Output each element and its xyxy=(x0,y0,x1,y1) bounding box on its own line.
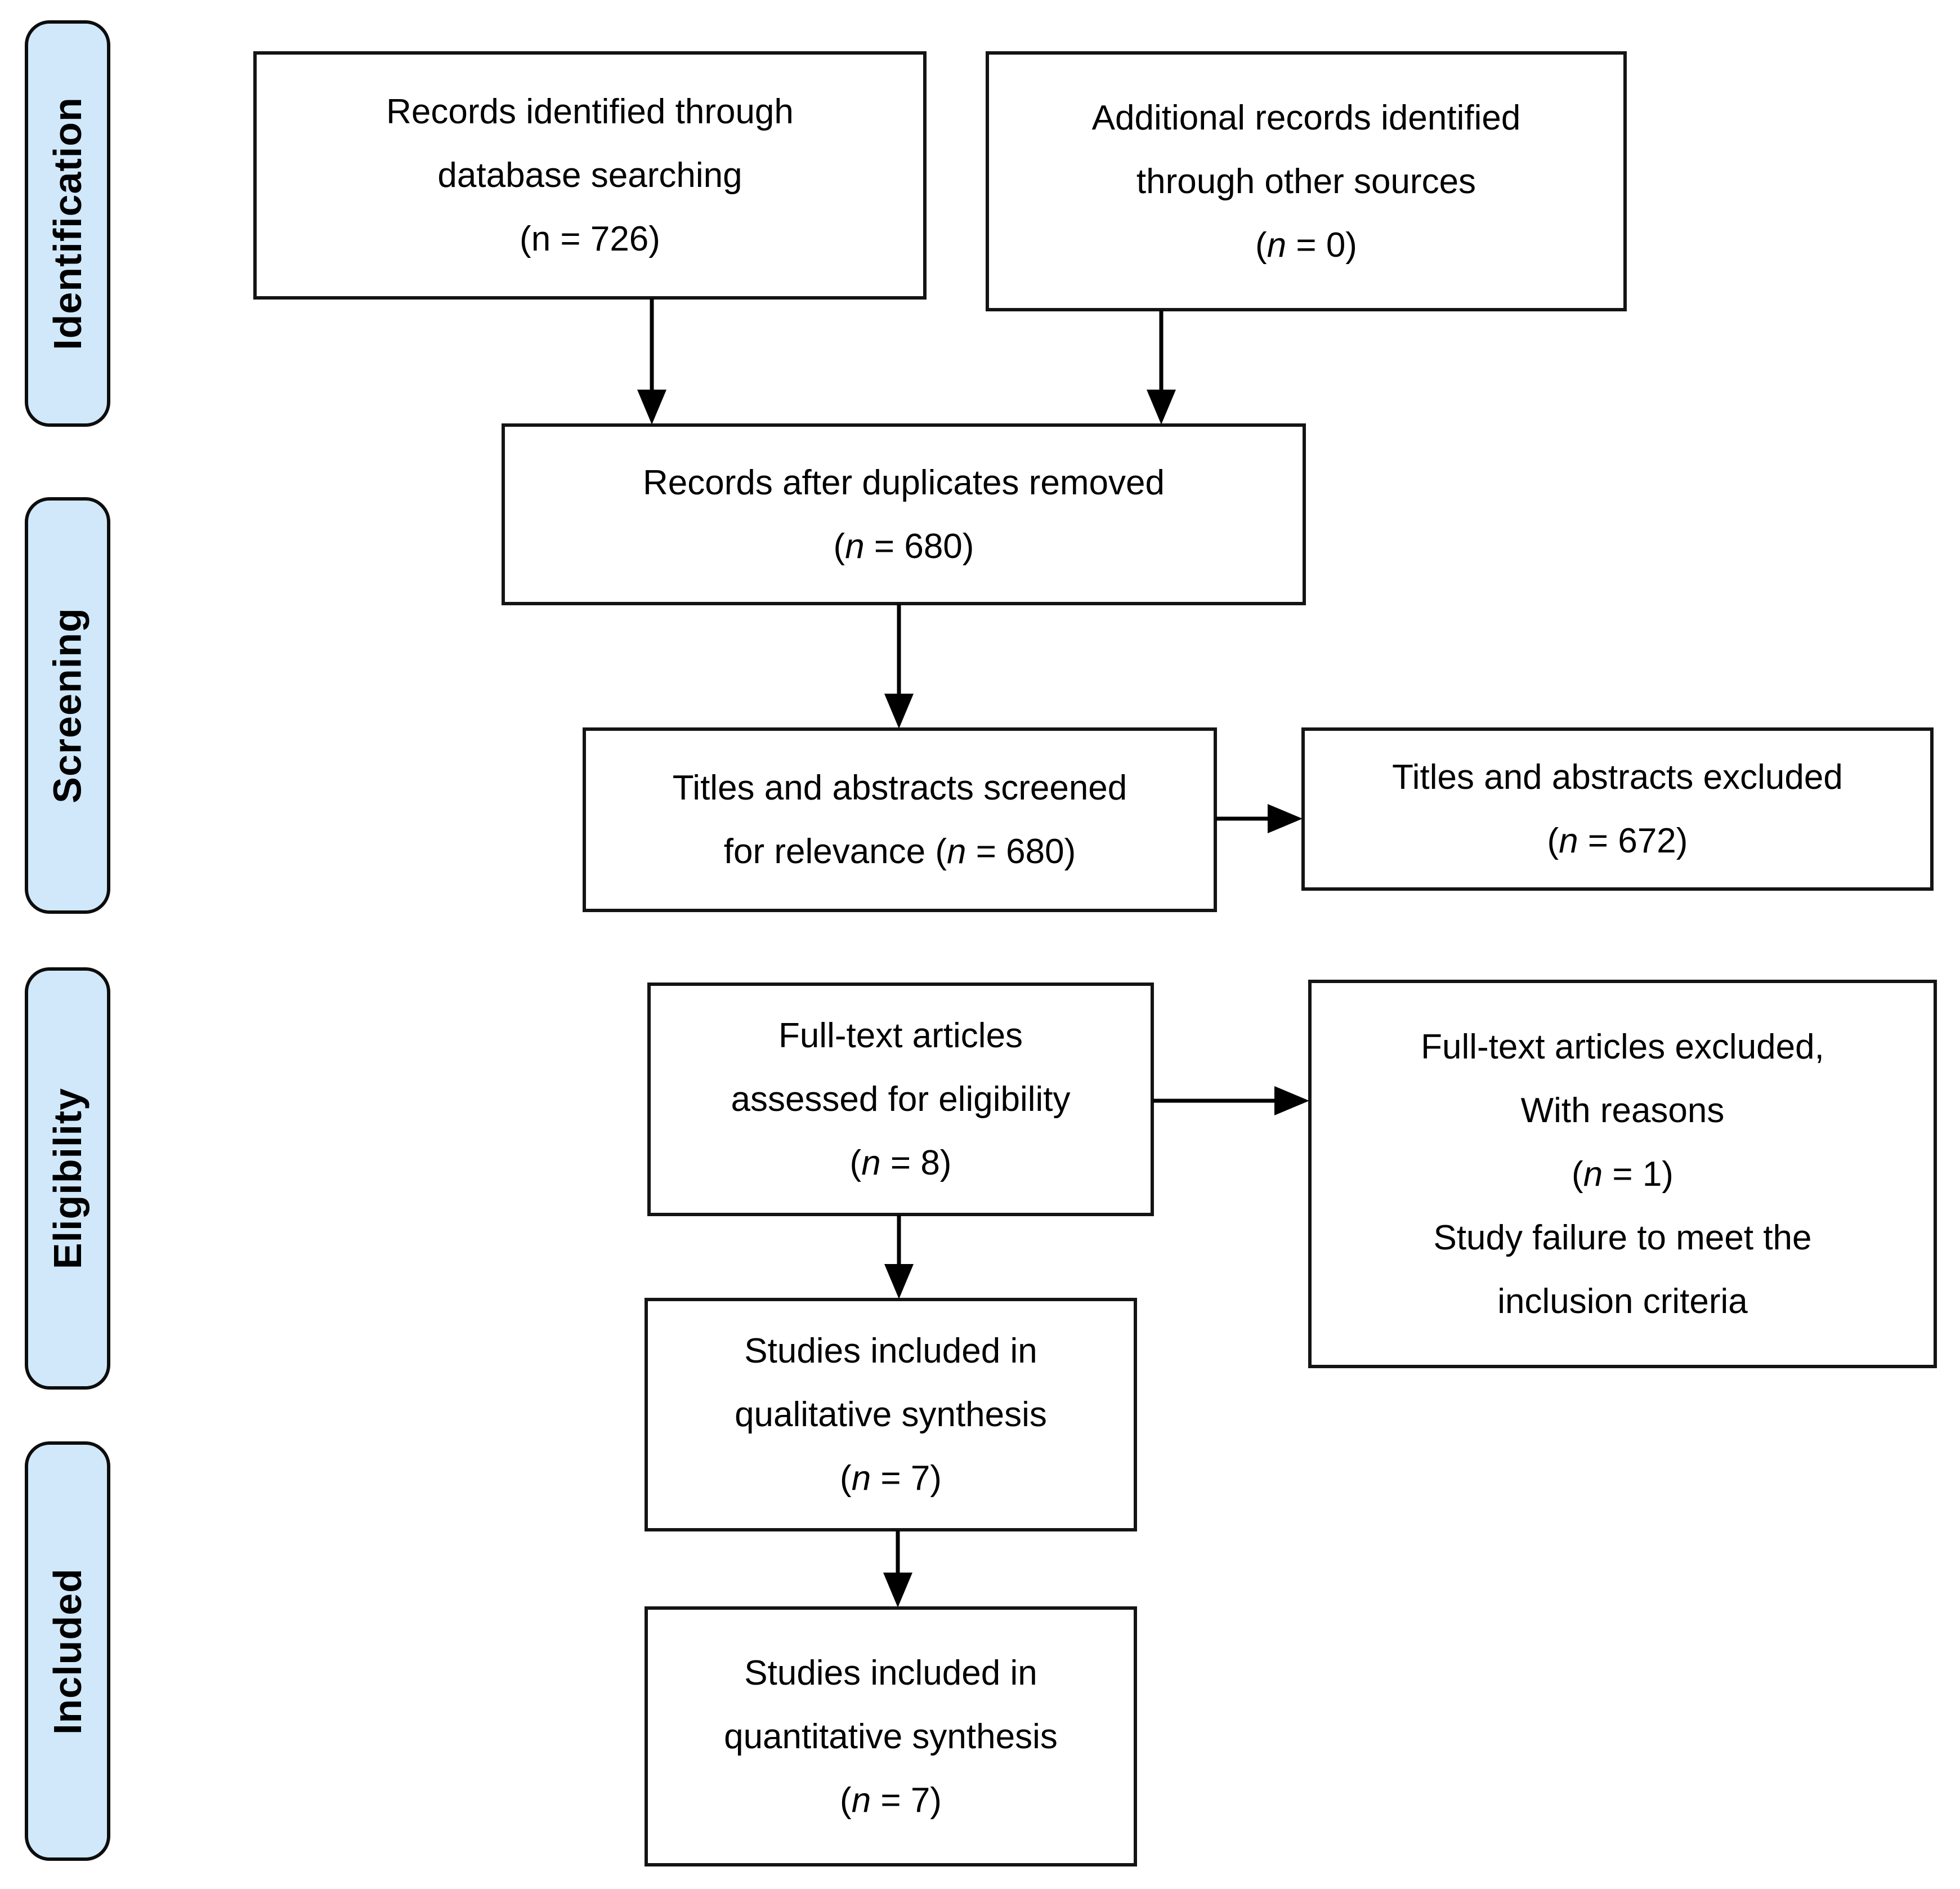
node-additional-records: Additional records identified through oth… xyxy=(986,51,1627,311)
node-fulltext-assessed: Full-text articles assessed for eligibili… xyxy=(647,983,1154,1216)
node-text-line: database searching xyxy=(437,156,742,195)
node-text-line: Records identified through xyxy=(386,92,794,131)
node-text-line: (n = 672) xyxy=(1547,821,1688,860)
node-text-line: through other sources xyxy=(1136,162,1476,201)
node-titles-excluded: Titles and abstracts excluded (n = 672) xyxy=(1301,727,1934,891)
node-text-line: Titles and abstracts excluded xyxy=(1392,758,1843,797)
node-text-line: Studies included in xyxy=(744,1332,1037,1370)
node-fulltext-excluded: Full-text articles excluded, With reasons… xyxy=(1308,980,1937,1368)
stage-identification: Identification xyxy=(25,20,110,427)
node-qualitative-synthesis: Studies included in qualitative synthesis… xyxy=(645,1298,1137,1531)
stage-included: Included xyxy=(25,1441,110,1861)
node-text-line: Study failure to meet the xyxy=(1433,1218,1812,1257)
node-text-line: Records after duplicates removed xyxy=(642,463,1165,502)
node-text-line: (n = 7) xyxy=(840,1459,942,1498)
stage-eligibility: Eligibility xyxy=(25,967,110,1390)
node-text-line: Additional records identified xyxy=(1091,98,1521,137)
node-text-line: (n = 0) xyxy=(1255,225,1357,265)
node-text-line: Titles and abstracts screened xyxy=(672,769,1127,807)
node-text-line: quantitative synthesis xyxy=(724,1717,1058,1756)
node-text-line: qualitative synthesis xyxy=(735,1395,1047,1434)
node-text-line: assessed for eligibility xyxy=(731,1080,1071,1119)
node-text-line: (n = 1) xyxy=(1572,1154,1673,1194)
node-text-line: Full-text articles excluded, xyxy=(1421,1027,1824,1066)
stage-screening: Screening xyxy=(25,497,110,914)
node-text-line: (n = 726) xyxy=(520,220,660,258)
node-text-line: With reasons xyxy=(1520,1091,1725,1130)
node-text-line: (n = 7) xyxy=(840,1780,942,1820)
node-after-duplicates: Records after duplicates removed (n = 680… xyxy=(502,423,1306,605)
node-text-line: Full-text articles xyxy=(778,1016,1023,1055)
node-text-line: (n = 680) xyxy=(833,526,974,566)
node-text-line: Studies included in xyxy=(744,1653,1037,1692)
node-titles-screened: Titles and abstracts screened for relevan… xyxy=(583,727,1217,912)
node-text-line: inclusion criteria xyxy=(1497,1281,1748,1321)
node-records-identified-db: Records identified through database searc… xyxy=(253,51,927,300)
node-text-line: for relevance (n = 680) xyxy=(723,832,1076,871)
node-text-line: (n = 8) xyxy=(849,1144,952,1182)
node-quantitative-synthesis: Studies included in quantitative synthesi… xyxy=(645,1606,1137,1866)
